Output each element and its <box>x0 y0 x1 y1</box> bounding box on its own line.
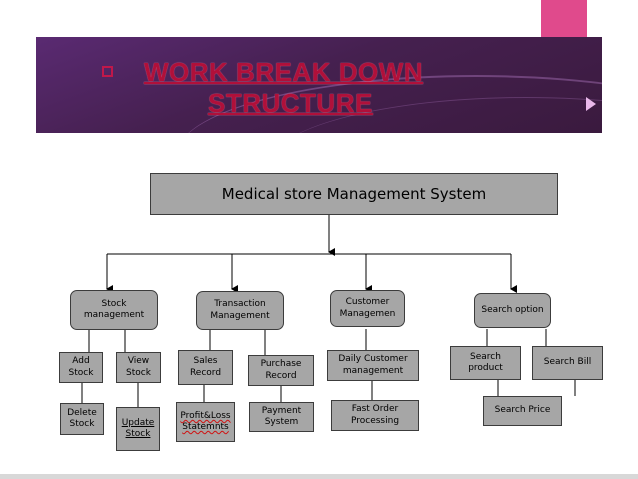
node-sales-record: Sales Record <box>178 350 233 385</box>
node-delete-stock: Delete Stock <box>60 403 104 435</box>
module-customer-management: Customer Managemen <box>330 290 405 327</box>
node-purchase-record: Purchase Record <box>248 355 314 386</box>
checkbox-bullet-icon <box>102 66 113 77</box>
node-profit-loss-statements: Profit&Loss Statemnts <box>176 402 235 442</box>
node-payment-system: Payment System <box>249 402 314 432</box>
root-node: Medical store Management System <box>150 173 558 215</box>
node-fast-order-processing: Fast Order Processing <box>331 400 419 431</box>
title-banner <box>36 37 602 133</box>
bottom-bar <box>0 474 638 479</box>
node-search-product: Search product <box>450 346 521 380</box>
title-line-2: STRUCTURE <box>208 88 373 118</box>
node-daily-customer-management: Daily Customer management <box>327 350 419 381</box>
node-add-stock: Add Stock <box>59 352 103 383</box>
node-update-stock: Update Stock <box>116 407 160 451</box>
node-view-stock: View Stock <box>116 352 161 383</box>
node-search-bill: Search Bill <box>532 346 603 380</box>
node-search-price: Search Price <box>483 396 562 426</box>
play-triangle-icon <box>586 97 596 111</box>
module-stock-management: Stock management <box>70 290 158 330</box>
title-line-1: WORK BREAK DOWN <box>144 57 424 87</box>
module-transaction-management: Transaction Management <box>196 291 284 330</box>
module-search-option: Search option <box>474 293 551 328</box>
